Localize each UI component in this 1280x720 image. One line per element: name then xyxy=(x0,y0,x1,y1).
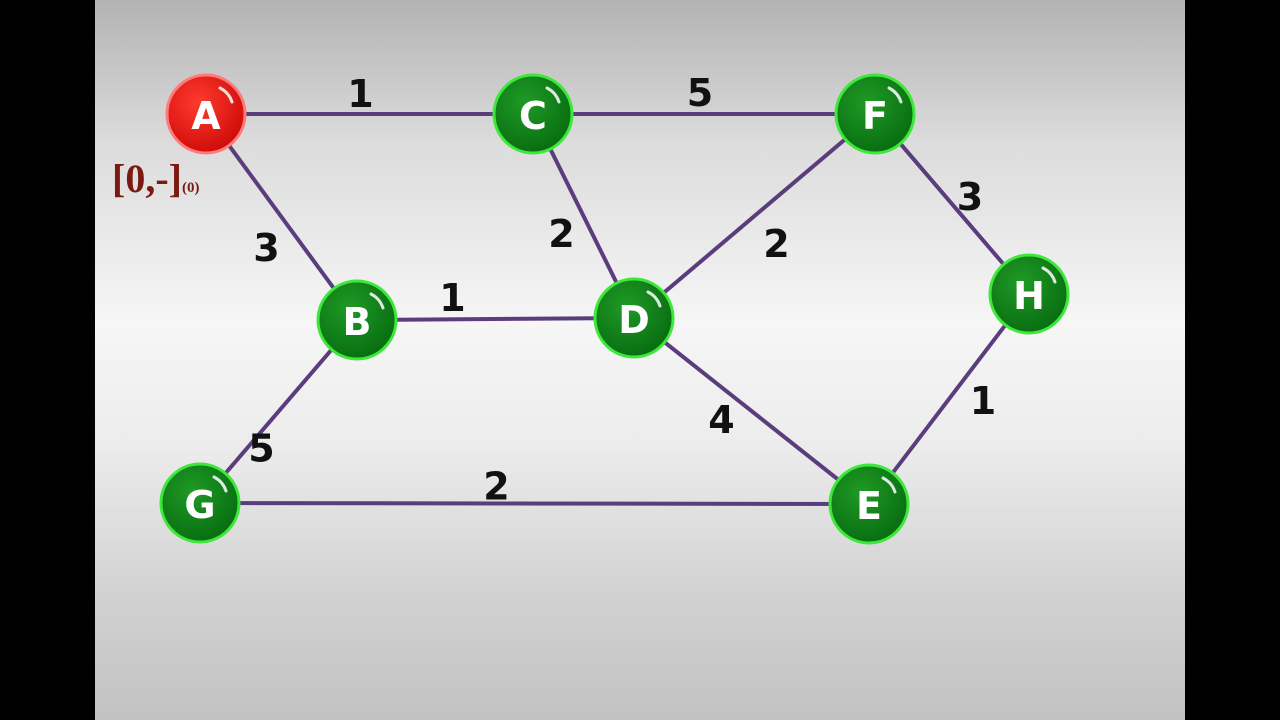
edge-weight-f-h: 3 xyxy=(957,175,983,219)
node-a-label: A xyxy=(191,94,221,138)
node-a-highlight xyxy=(218,86,234,104)
node-g-label: G xyxy=(184,483,215,527)
node-g-circle xyxy=(159,462,241,544)
edge-g-e xyxy=(198,501,871,506)
node-d-label: D xyxy=(618,298,650,342)
edge-d-e xyxy=(632,316,871,506)
distance-annotation-sub: (0) xyxy=(182,180,200,196)
node-c-highlight xyxy=(545,86,561,104)
right-letterbox xyxy=(1185,0,1280,720)
node-b-label: B xyxy=(343,300,372,344)
node-d-highlight xyxy=(646,290,662,308)
node-f: F xyxy=(834,73,916,155)
node-c-label: C xyxy=(519,94,547,138)
node-b-circle xyxy=(316,279,398,361)
edge-weight-d-f: 2 xyxy=(763,222,789,266)
edge-weight-d-e: 4 xyxy=(708,398,734,442)
node-d-circle xyxy=(593,277,675,359)
node-h: H xyxy=(988,253,1070,335)
node-g: G xyxy=(159,462,241,544)
edge-h-e xyxy=(867,292,1031,506)
node-e: E xyxy=(828,463,910,545)
node-c: C xyxy=(492,73,574,155)
edge-weight-c-f: 5 xyxy=(687,71,713,115)
distance-annotation-main: [0,-] xyxy=(112,156,182,201)
node-e-highlight xyxy=(881,476,897,494)
edge-d-f xyxy=(632,112,877,320)
edge-weights: 1 5 3 2 2 3 1 5 4 1 2 xyxy=(248,71,996,509)
node-annotations: [0,-](0) xyxy=(112,156,199,201)
edge-weight-c-d: 2 xyxy=(548,212,574,256)
node-f-label: F xyxy=(862,94,888,138)
edge-weight-a-b: 3 xyxy=(253,226,279,270)
edge-weight-h-e: 1 xyxy=(970,379,996,423)
edge-weight-g-e: 2 xyxy=(483,465,509,509)
edge-weight-b-g: 5 xyxy=(248,427,274,471)
node-d: D xyxy=(593,277,675,359)
edge-a-b xyxy=(204,112,359,322)
node-h-label: H xyxy=(1013,274,1045,318)
node-g-highlight xyxy=(212,475,228,493)
node-e-circle xyxy=(828,463,910,545)
edge-b-d xyxy=(355,316,636,322)
node-b: B xyxy=(316,279,398,361)
node-c-circle xyxy=(492,73,574,155)
distance-annotation: [0,-](0) xyxy=(112,156,199,201)
edge-weight-b-d: 1 xyxy=(439,276,465,320)
node-h-circle xyxy=(988,253,1070,335)
node-f-highlight xyxy=(887,86,903,104)
node-b-highlight xyxy=(369,292,385,310)
node-a: A xyxy=(165,73,247,155)
left-letterbox xyxy=(0,0,95,720)
node-a-circle xyxy=(165,73,247,155)
node-h-highlight xyxy=(1041,266,1057,284)
nodes: A B C D E F G H xyxy=(159,73,1070,545)
node-f-circle xyxy=(834,73,916,155)
edge-weight-a-c: 1 xyxy=(347,72,373,116)
diagram-canvas xyxy=(95,0,1185,720)
node-e-label: E xyxy=(856,484,882,528)
